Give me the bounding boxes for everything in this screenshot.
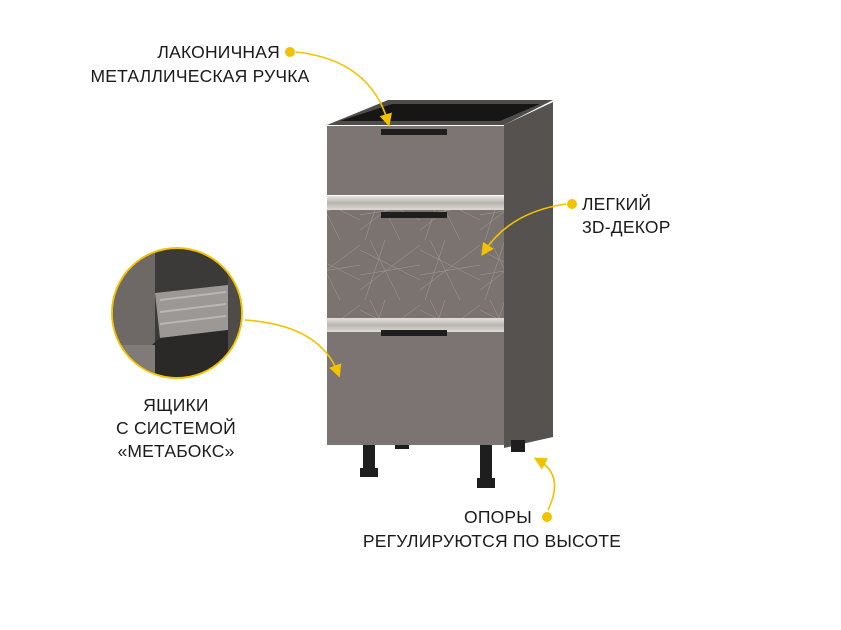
handle	[381, 330, 447, 336]
drawers-label-line2: С СИСТЕМОЙ	[116, 417, 236, 438]
decor-dot	[567, 199, 577, 209]
decor-strip	[327, 318, 504, 332]
handle-label-line2: МЕТАЛЛИЧЕСКАЯ РУЧКА	[90, 66, 309, 86]
drawers-label-line3: «МЕТАБОКС»	[117, 441, 234, 461]
decor-label-line1: ЛЕГКИЙ	[582, 193, 651, 214]
legs-dot	[542, 512, 552, 522]
handle	[381, 129, 447, 135]
decor-strip	[327, 196, 504, 210]
legs-label-line2: РЕГУЛИРУЮТСЯ ПО ВЫСОТЕ	[363, 531, 621, 551]
callout-arrows	[244, 51, 567, 511]
cabinet-side	[504, 102, 553, 448]
decor-label-line2: 3D-ДЕКОР	[582, 217, 671, 237]
metabox-inset	[111, 247, 243, 379]
handle-dot	[285, 47, 295, 57]
cabinet	[327, 100, 553, 488]
handle-label-line1: ЛАКОНИЧНАЯ	[157, 42, 280, 62]
drawers-label-line1: ЯЩИКИ	[143, 395, 208, 415]
callout-dots	[285, 47, 577, 522]
legs-label-line1: ОПОРЫ	[464, 507, 532, 527]
handle	[381, 212, 447, 218]
drawer-top	[327, 126, 504, 195]
legs	[360, 440, 525, 488]
drawer-middle-decor	[327, 210, 504, 318]
drawer-bottom	[327, 332, 504, 445]
